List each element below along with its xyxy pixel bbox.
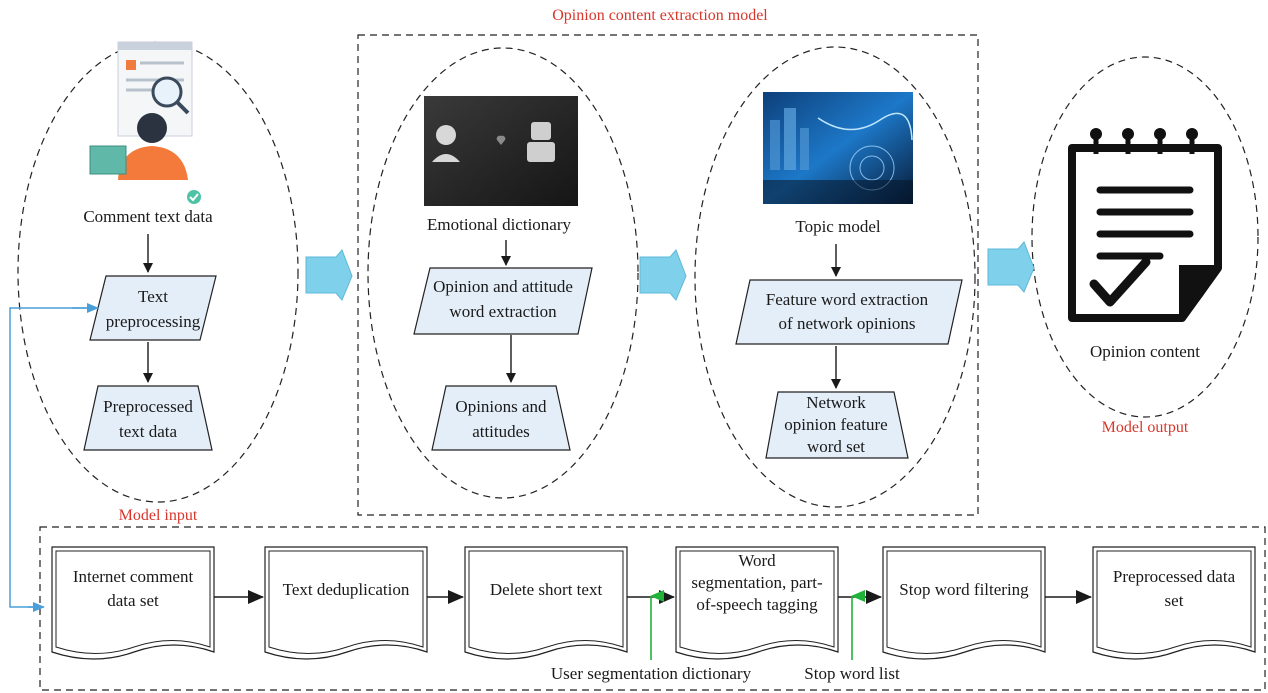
input-ellipse [17, 41, 299, 503]
transfer-arrow-2-icon [639, 249, 687, 301]
emotion-robot-photo [424, 96, 578, 206]
opinions-attitudes-box [431, 385, 571, 451]
transfer-arrow-3-icon [987, 241, 1035, 293]
pipeline-doc-5-line1: Stop word filtering [899, 580, 1029, 599]
pipeline-doc-6: Preprocessed data set [1092, 546, 1256, 660]
feature-word-extraction-label-line2: of network opinions [779, 314, 916, 333]
comment-text-data-label: Comment text data [83, 207, 213, 226]
pipeline-doc-4-line3: of-speech tagging [696, 595, 818, 614]
pipeline-doc-6-line1: Preprocessed data [1113, 567, 1236, 586]
model-input-label: Model input [119, 507, 198, 524]
network-opinion-feature-box [765, 391, 909, 459]
network-opinion-feature-label-line3: word set [807, 437, 865, 456]
preprocessed-text-data-box [83, 385, 213, 451]
pipeline-doc-3-line1: Delete short text [490, 580, 603, 599]
extraction-model-title: Opinion content extraction model [552, 7, 768, 24]
topic-ellipse [694, 46, 976, 508]
pipeline-doc-5: Stop word filtering [882, 546, 1046, 660]
pipeline-doc-1: Internet comment data set [51, 546, 215, 660]
topic-model-label: Topic model [795, 217, 880, 236]
opinion-content-label: Opinion content [1090, 342, 1200, 361]
user-segmentation-dictionary-label: User segmentation dictionary [551, 664, 752, 683]
model-output-label: Model output [1102, 419, 1189, 436]
text-preprocessing-label-line1: Text [138, 287, 168, 306]
pipeline-doc-4-line1: Word [738, 551, 776, 570]
dictionary-ellipse [367, 47, 639, 499]
opinion-attitude-extraction-label-line2: word extraction [449, 302, 557, 321]
text-preprocessing-box [89, 275, 217, 341]
pipeline-doc-2-line1: Text deduplication [283, 580, 410, 599]
opinion-attitude-extraction-label-line1: Opinion and attitude [433, 277, 573, 296]
pipeline-doc-4: Word segmentation, part- of-speech taggi… [675, 546, 839, 660]
network-opinion-feature-label-line2: opinion feature [784, 415, 887, 434]
transfer-arrow-1-icon [305, 249, 353, 301]
preprocessed-text-data-label-line2: text data [119, 422, 178, 441]
output-ellipse [1031, 56, 1259, 418]
preprocessed-text-data-label-line1: Preprocessed [103, 397, 193, 416]
pipeline-doc-6-line2: set [1165, 591, 1184, 610]
extraction-model-frame [357, 34, 979, 516]
opinions-attitudes-label-line1: Opinions and [455, 397, 547, 416]
network-opinion-feature-label-line1: Network [806, 393, 866, 412]
emotional-dictionary-label: Emotional dictionary [427, 215, 571, 234]
pipeline-doc-1-line1: Internet comment [73, 567, 194, 586]
feature-word-extraction-box [735, 279, 963, 345]
opinions-attitudes-label-line2: attitudes [472, 422, 530, 441]
pipeline-doc-4-line2: segmentation, part- [691, 573, 823, 592]
feedback-line [9, 307, 98, 608]
text-preprocessing-label-line2: preprocessing [106, 312, 201, 331]
stop-word-list-label: Stop word list [804, 664, 900, 683]
network-city-photo [763, 92, 913, 204]
pipeline-doc-2: Text deduplication [264, 546, 428, 660]
pipeline-doc-3: Delete short text [464, 546, 628, 660]
feature-word-extraction-label-line1: Feature word extraction [766, 290, 929, 309]
pipeline-doc-1-line2: data set [107, 591, 159, 610]
person-reading-icon [89, 41, 201, 204]
checklist-notepad-icon [1068, 128, 1222, 322]
opinion-attitude-extraction-box [413, 267, 593, 335]
